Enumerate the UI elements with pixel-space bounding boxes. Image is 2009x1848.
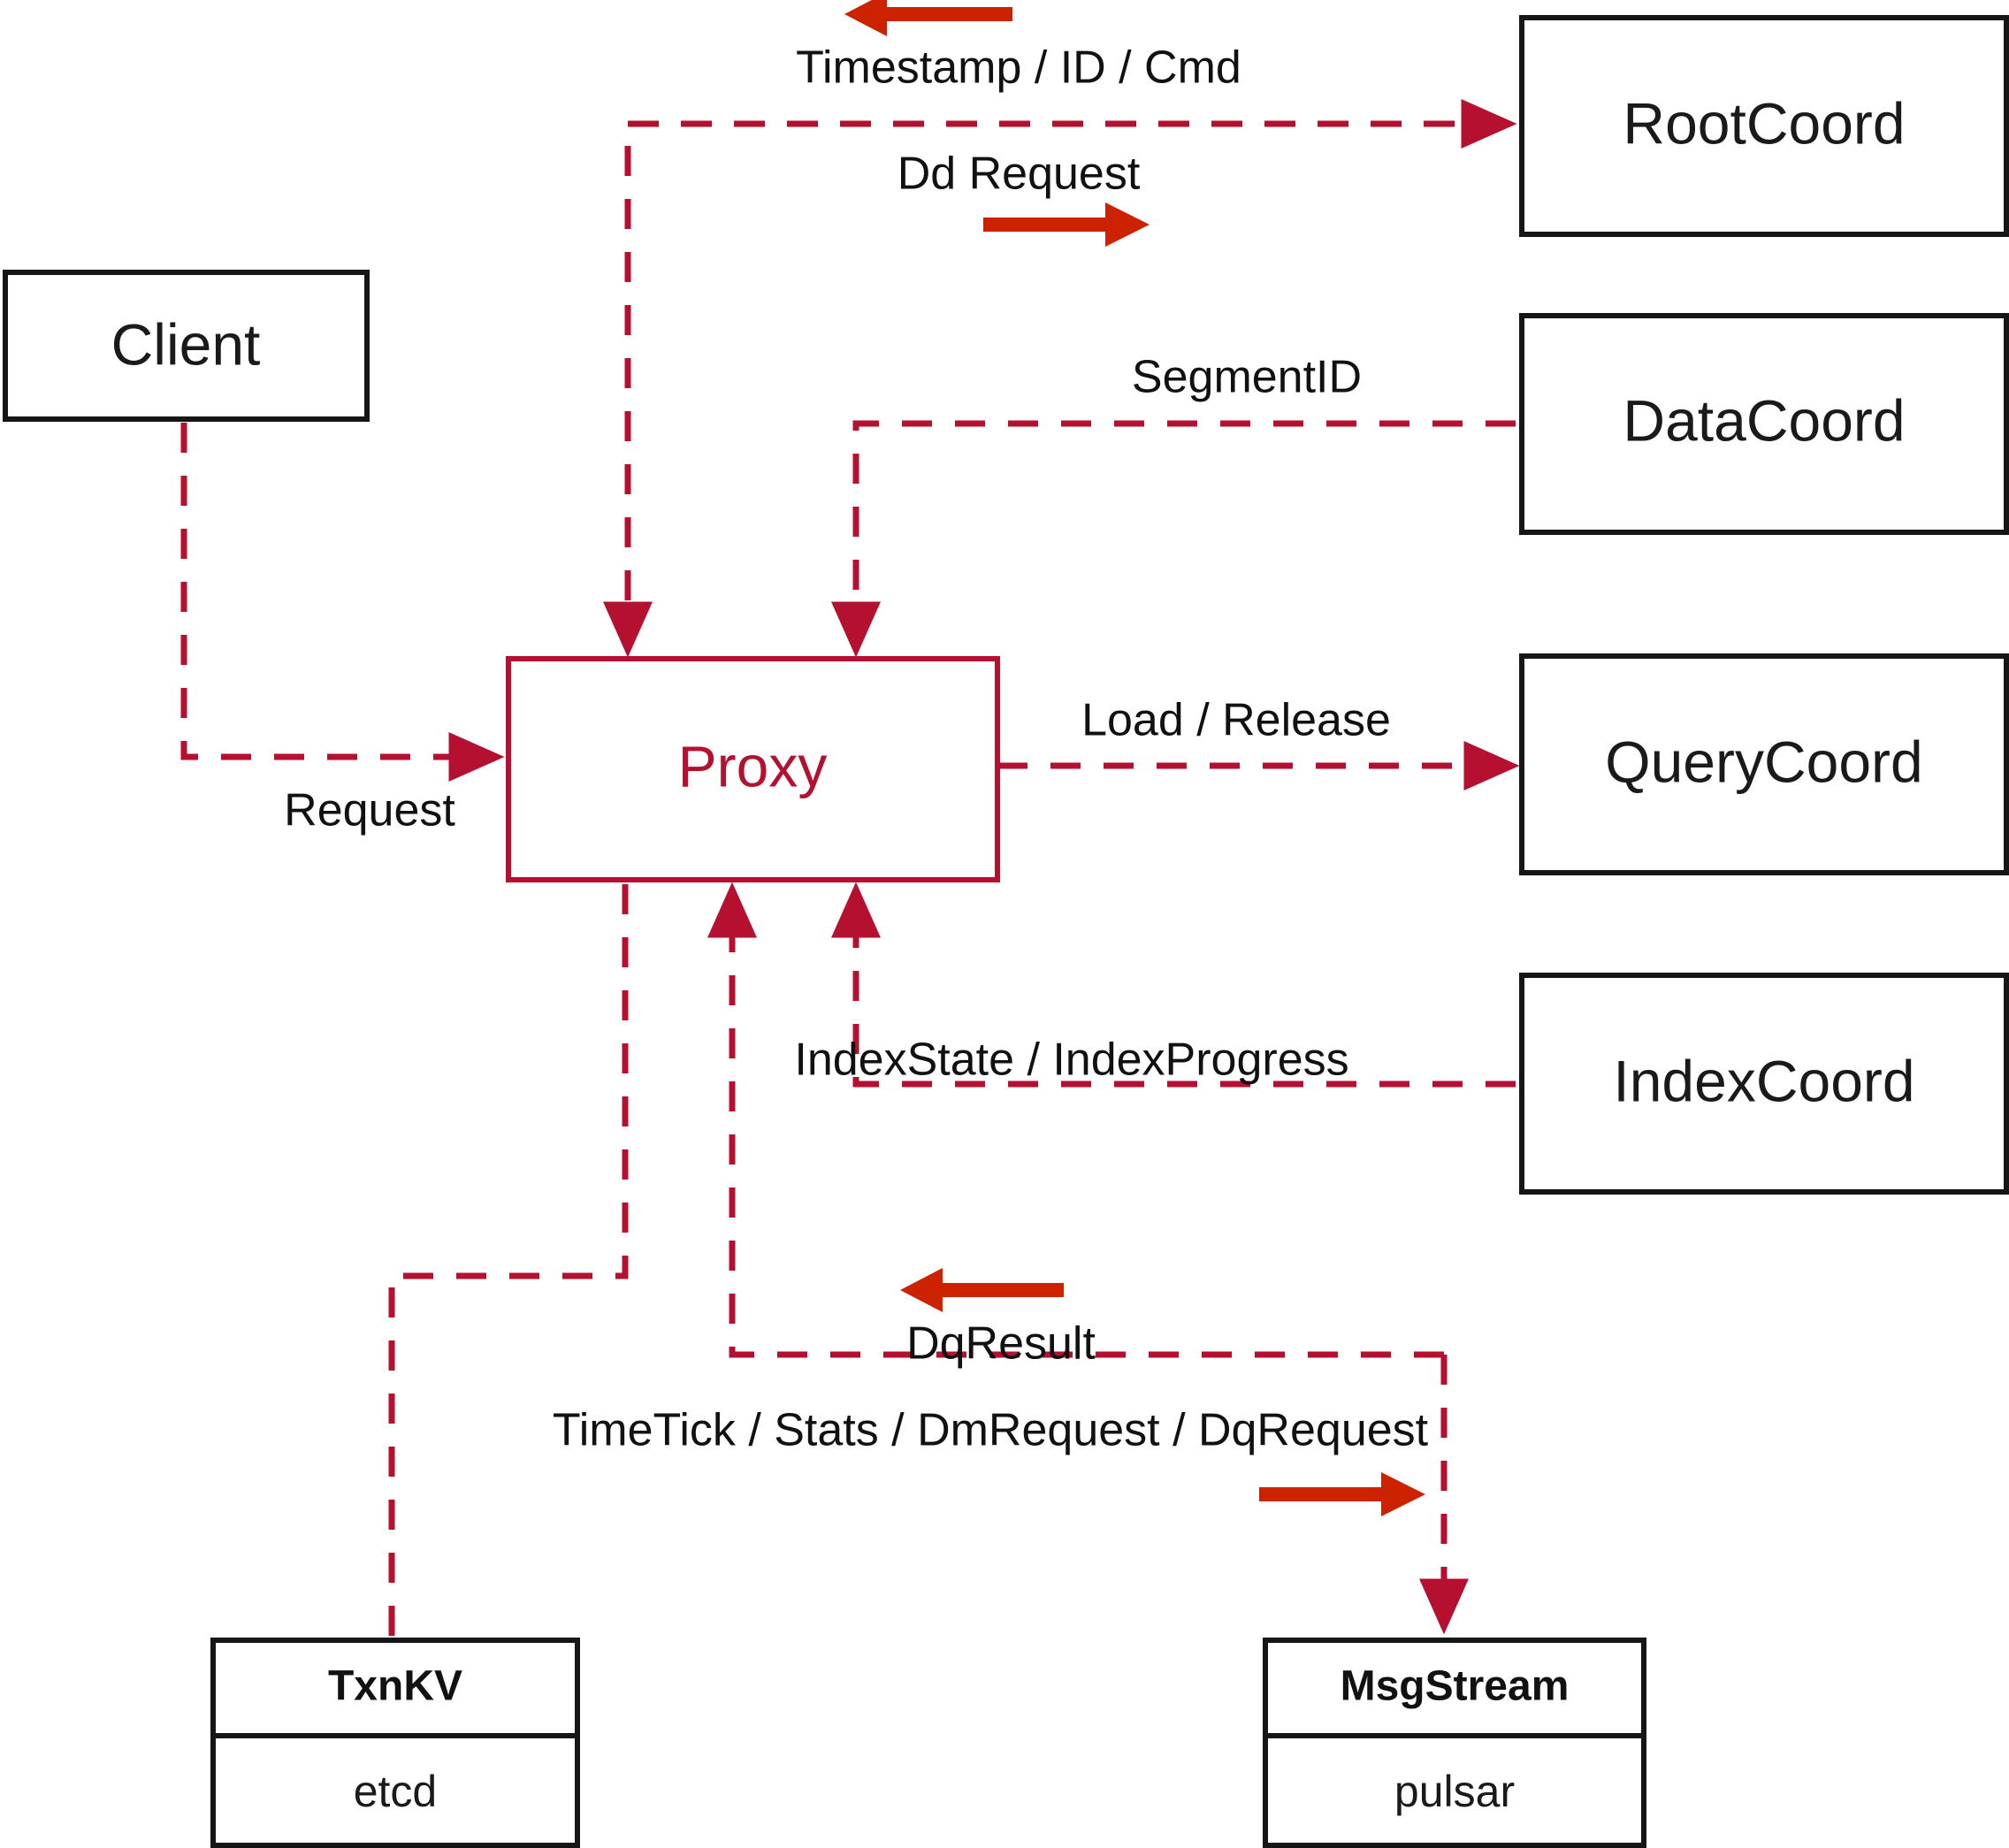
- node-rootcoord[interactable]: RootCoord: [1519, 15, 2009, 237]
- direction-arrow-timestamp-left: [844, 0, 1012, 36]
- edge-client-to-proxy: [180, 423, 505, 782]
- node-datacoord[interactable]: DataCoord: [1519, 313, 2009, 535]
- direction-arrow-timetick-right: [1259, 1472, 1425, 1516]
- node-indexcoord[interactable]: IndexCoord: [1519, 973, 2009, 1195]
- edge-label-segment-id: SegmentID: [1132, 352, 1362, 403]
- node-querycoord[interactable]: QueryCoord: [1519, 653, 2009, 875]
- node-msgstream-sublabel: pulsar: [1394, 1767, 1515, 1816]
- node-msgstream-label: MsgStream: [1341, 1663, 1570, 1710]
- edge-label-dq-result: DqResult: [906, 1318, 1096, 1370]
- edge-proxy-to-txnkv: [388, 884, 629, 1638]
- node-txnkv-label: TxnKV: [328, 1663, 462, 1710]
- edge-label-timestamp-id-cmd: Timestamp / ID / Cmd: [796, 42, 1241, 94]
- edge-datacoord-to-proxy: [831, 420, 1516, 658]
- edge-rootcoord-to-proxy: [603, 120, 1508, 658]
- edge-indexcoord-to-proxy: [831, 882, 1516, 1088]
- edge-label-load-release: Load / Release: [1081, 695, 1391, 746]
- node-txnkv-sublabel: etcd: [354, 1767, 438, 1816]
- direction-arrow-dd-request-right: [983, 202, 1150, 247]
- node-rootcoord-label: RootCoord: [1623, 90, 1905, 156]
- node-proxy-label: Proxy: [678, 733, 828, 798]
- edge-label-request: Request: [284, 785, 455, 836]
- node-client-label: Client: [111, 311, 261, 377]
- edge-label-timetick-stats: TimeTick / Stats / DmRequest / DqRequest: [553, 1405, 1429, 1456]
- node-msgstream[interactable]: MsgStream pulsar: [1263, 1638, 1646, 1848]
- node-proxy[interactable]: Proxy: [506, 656, 1000, 882]
- node-querycoord-label: QueryCoord: [1605, 729, 1923, 794]
- direction-arrow-dqresult-left: [900, 1268, 1064, 1312]
- edge-msgstream-to-proxy: [707, 882, 1444, 1358]
- node-datacoord-label: DataCoord: [1623, 387, 1905, 453]
- edge-label-index-state-progress: IndexState / IndexProgress: [794, 1035, 1348, 1086]
- node-indexcoord-label: IndexCoord: [1613, 1048, 1914, 1113]
- node-client[interactable]: Client: [3, 270, 370, 422]
- edge-label-dd-request: Dd Request: [898, 149, 1141, 200]
- node-txnkv[interactable]: TxnKV etcd: [210, 1638, 580, 1848]
